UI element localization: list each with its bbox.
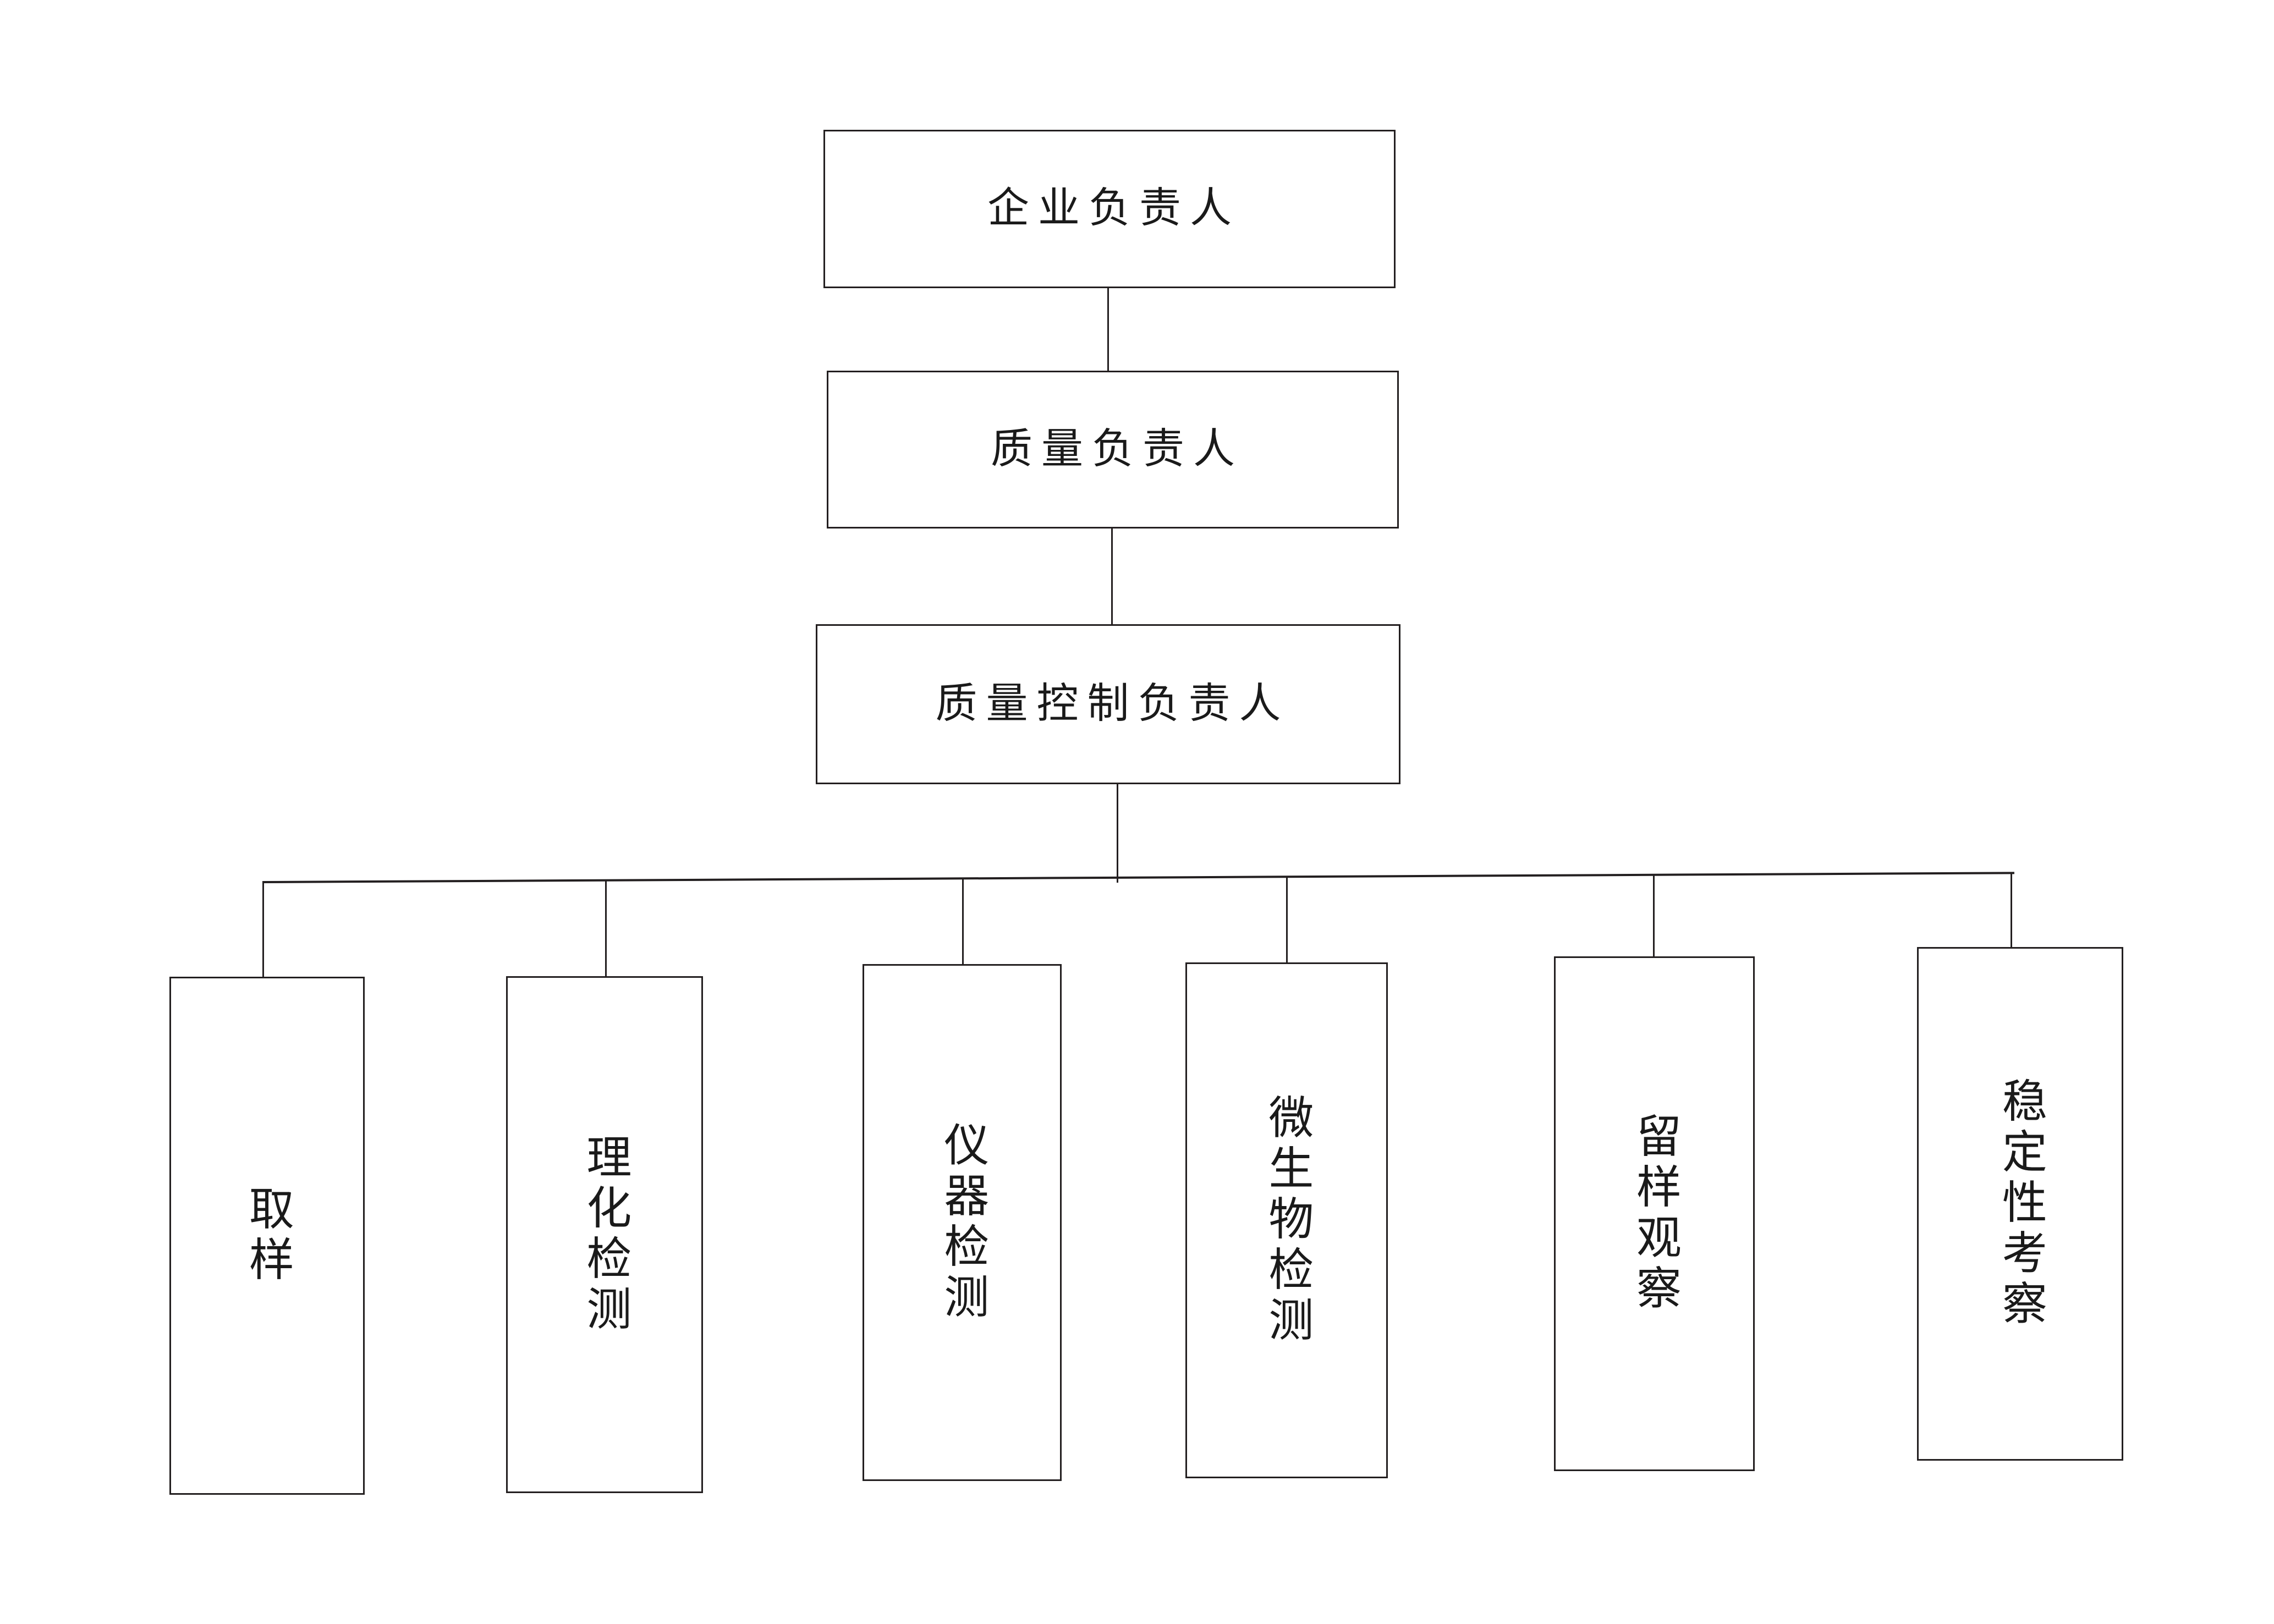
connector-horizontal-bus — [262, 872, 2014, 883]
node-quality-control-manager[interactable]: 质量控制负责人 — [816, 624, 1400, 784]
node-leaf-sampling-label: 取样 — [242, 1185, 293, 1286]
connector-bus-to-leaf-2 — [605, 879, 607, 976]
node-leaf-retained-sample-observation[interactable]: 留样观察 — [1554, 956, 1755, 1471]
node-leaf-stability-study-label: 稳定性考察 — [1995, 1077, 2046, 1330]
connector-quality-to-qc — [1111, 528, 1113, 625]
node-quality-manager-label: 质量负责人 — [991, 426, 1244, 472]
connector-enterprise-to-quality — [1107, 288, 1109, 371]
node-enterprise-manager-label: 企业负责人 — [987, 185, 1240, 232]
node-quality-manager[interactable]: 质量负责人 — [827, 371, 1399, 529]
node-leaf-stability-study[interactable]: 稳定性考察 — [1917, 947, 2123, 1461]
connector-bus-to-leaf-4 — [1286, 876, 1288, 962]
connector-bus-to-leaf-3 — [962, 878, 964, 964]
node-leaf-microbio-testing-label: 微生物检测 — [1261, 1094, 1312, 1347]
node-leaf-sampling[interactable]: 取样 — [169, 977, 365, 1495]
node-leaf-instrument-testing-label: 仪器检测 — [937, 1121, 987, 1324]
node-leaf-physchem-testing-label: 理化检测 — [579, 1133, 630, 1336]
connector-qc-to-bus — [1117, 784, 1118, 883]
node-quality-control-manager-label: 质量控制负责人 — [935, 680, 1290, 727]
connector-bus-to-leaf-1 — [262, 881, 264, 977]
connector-bus-to-leaf-6 — [2011, 873, 2012, 947]
node-leaf-retained-sample-observation-label: 留样观察 — [1629, 1113, 1680, 1315]
node-leaf-physchem-testing[interactable]: 理化检测 — [506, 976, 703, 1493]
connector-bus-to-leaf-5 — [1653, 874, 1655, 956]
node-enterprise-manager[interactable]: 企业负责人 — [823, 130, 1396, 288]
node-leaf-microbio-testing[interactable]: 微生物检测 — [1185, 962, 1388, 1478]
node-leaf-instrument-testing[interactable]: 仪器检测 — [863, 964, 1062, 1481]
